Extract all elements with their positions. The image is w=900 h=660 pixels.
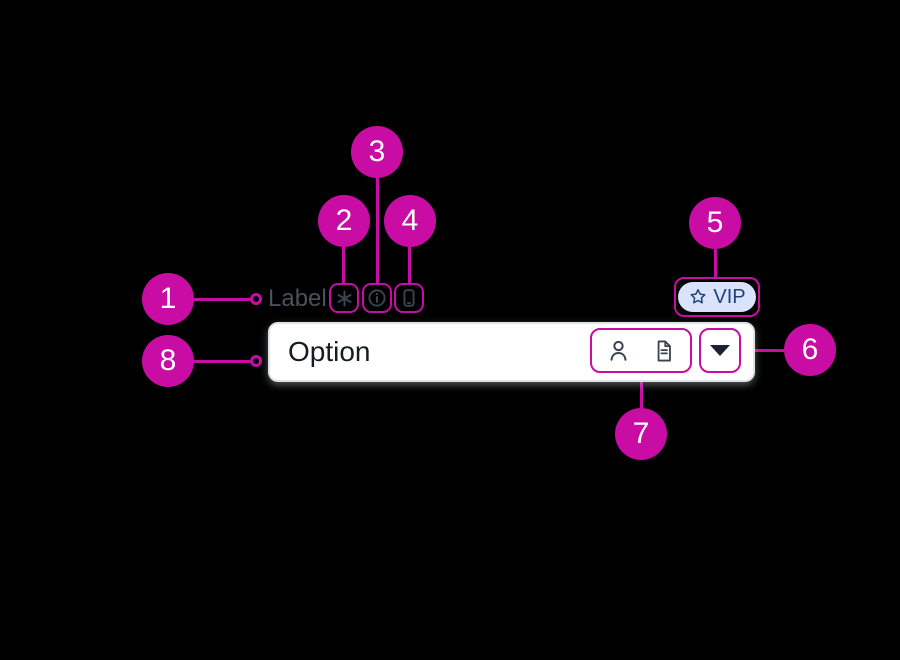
connector-line-4 [408, 246, 411, 283]
callout-1: 1 [142, 273, 194, 325]
info-tooltip-highlight [362, 283, 392, 313]
connector-line-3 [376, 178, 379, 283]
connector-endpoint-8 [250, 355, 262, 367]
callout-number: 3 [368, 135, 386, 168]
callout-2: 2 [318, 195, 370, 247]
connector-line-7 [640, 373, 643, 408]
device-indicator-highlight [394, 283, 424, 313]
callout-number: 7 [632, 417, 650, 450]
person-icon [610, 340, 627, 361]
callout-3: 3 [351, 126, 403, 178]
callout-number: 8 [159, 344, 177, 377]
badge-label: VIP [713, 286, 746, 308]
callout-number: 6 [801, 333, 819, 366]
document-icon [657, 340, 671, 361]
callout-4: 4 [384, 195, 436, 247]
field-icons-highlight [590, 328, 692, 373]
callout-number: 5 [706, 206, 724, 239]
caret-highlight [699, 328, 741, 373]
callout-5: 5 [689, 197, 741, 249]
caret-down-icon[interactable] [710, 345, 730, 356]
required-indicator-highlight [329, 283, 359, 313]
asterisk-icon [336, 289, 352, 307]
callout-number: 1 [159, 282, 177, 315]
select-value: Option [288, 336, 371, 367]
callout-8: 8 [142, 335, 194, 387]
connector-line-1 [194, 298, 251, 301]
info-icon[interactable] [366, 287, 388, 309]
callout-6: 6 [784, 324, 836, 376]
connector-line-2 [342, 246, 345, 283]
phone-icon [403, 289, 415, 307]
connector-line-6 [741, 349, 784, 352]
callout-number: 2 [335, 204, 353, 237]
field-label: Label [268, 285, 327, 312]
connector-line-8 [194, 360, 251, 363]
connector-endpoint-1 [250, 293, 262, 305]
callout-number: 4 [401, 204, 419, 237]
star-icon [690, 289, 706, 304]
vip-badge: VIP [678, 282, 756, 312]
badge-highlight: VIP [674, 277, 760, 317]
callout-7: 7 [615, 408, 667, 460]
connector-line-5 [714, 249, 717, 277]
